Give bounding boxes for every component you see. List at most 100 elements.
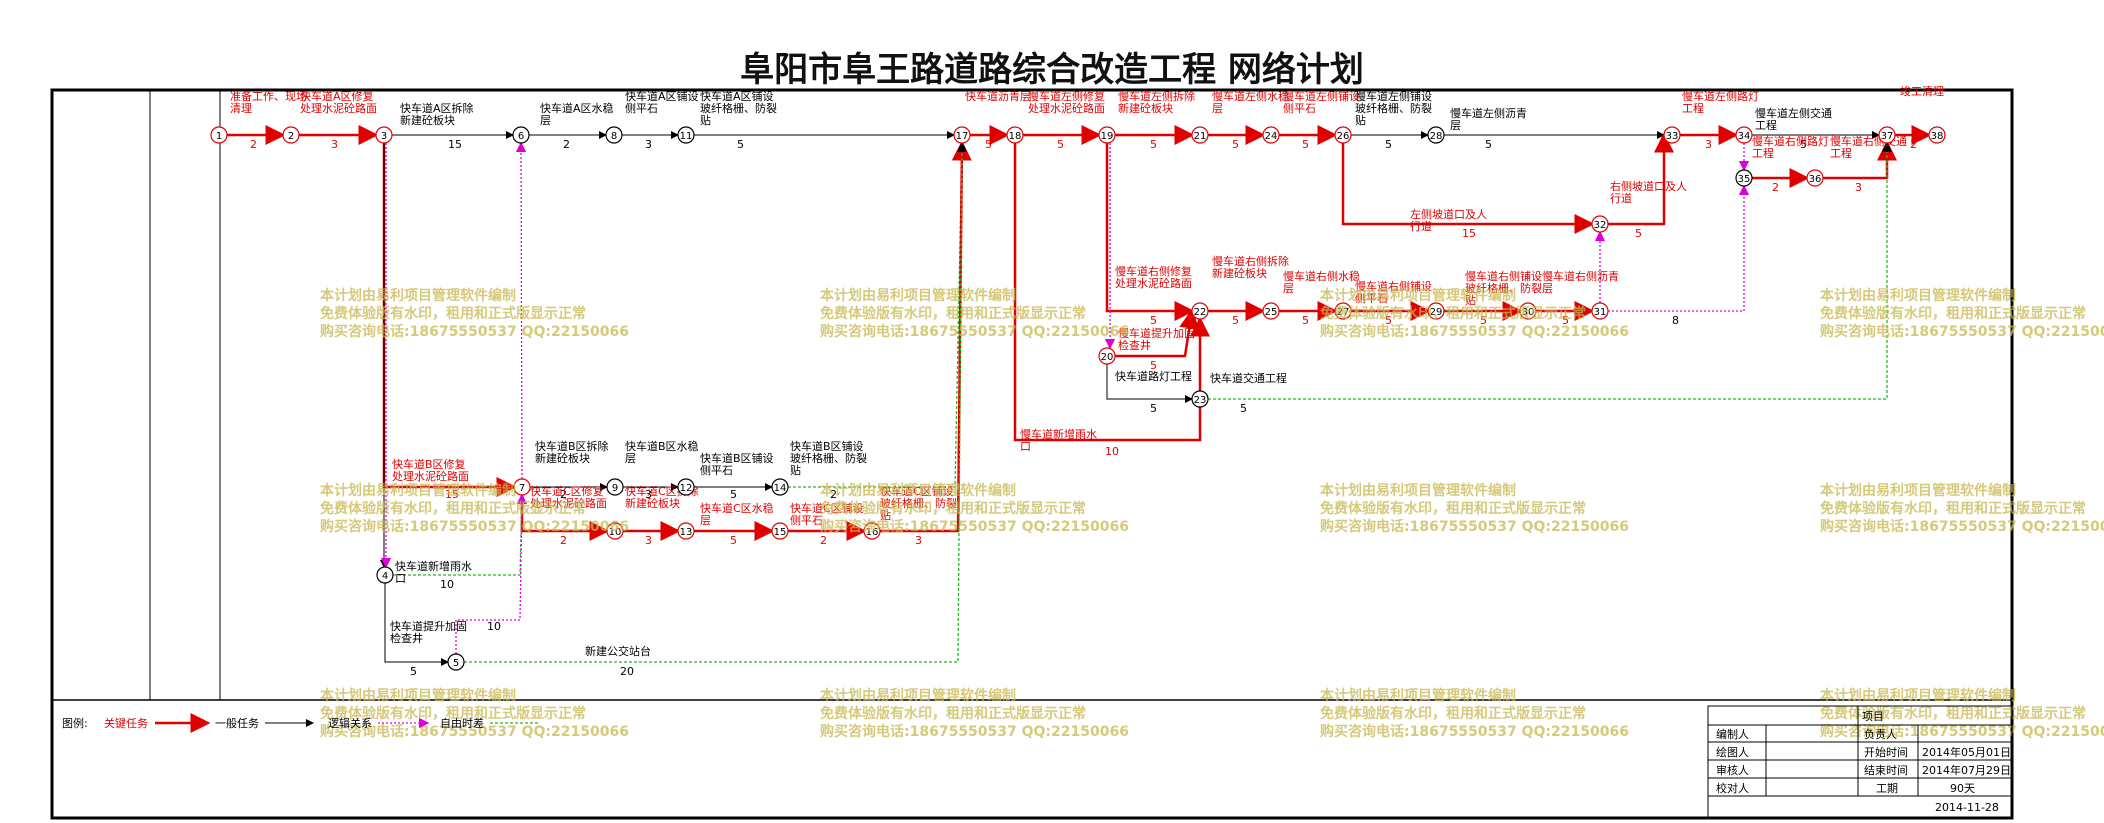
node-18 — [1006, 126, 1024, 144]
task-duration-1: 3 — [331, 138, 338, 151]
node-label-8: 8 — [611, 131, 617, 142]
task-name-42: 新建公交站台 — [585, 644, 651, 658]
watermark-9: 本计划由易利项目管理软件编制免费体验版有水印，租用和正式版显示正常购买咨询电话:… — [820, 687, 1129, 740]
task-duration-25: 5 — [1562, 314, 1569, 327]
node-5 — [447, 653, 465, 671]
watermark-8: 本计划由易利项目管理软件编制免费体验版有水印，租用和正式版显示正常购买咨询电话:… — [320, 687, 629, 740]
arrow-23-37-28 — [1208, 141, 1893, 400]
task-duration-21: 5 — [1232, 314, 1239, 327]
watermark-5: 本计划由易利项目管理软件编制免费体验版有水印，租用和正式版显示正常购买咨询电话:… — [820, 482, 1129, 535]
node-29 — [1427, 302, 1445, 320]
node-label-6: 6 — [518, 131, 524, 142]
task-name-40: 快车道新增雨水口 — [395, 559, 472, 585]
node-label-21: 21 — [1194, 131, 1207, 142]
node-label-16: 16 — [866, 527, 879, 538]
task-name-31: 快车道B区拆除新建砼板块 — [535, 439, 609, 465]
tb-checker: 校对人 — [1716, 781, 1749, 795]
node-label-31: 31 — [1594, 307, 1607, 318]
legend-normal-label: 一般任务 — [215, 717, 259, 730]
watermark-10: 本计划由易利项目管理软件编制免费体验版有水印，租用和正式版显示正常购买咨询电话:… — [1320, 687, 1629, 740]
task-name-27: 快车道路灯工程 — [1115, 369, 1192, 383]
task-duration-3: 2 — [563, 138, 570, 151]
node-13 — [677, 522, 695, 540]
node-label-26: 26 — [1337, 131, 1350, 142]
task-name-3: 快车道A区水稳层 — [540, 101, 614, 127]
arrow-18-22-29 — [1013, 143, 1210, 442]
arrow-7-6-44 — [515, 141, 527, 480]
task-name-5: 快车道A区铺设玻纤格栅、防裂贴 — [700, 89, 777, 127]
node-label-32: 32 — [1594, 220, 1607, 231]
node-label-19: 19 — [1101, 131, 1114, 142]
node-label-35: 35 — [1738, 174, 1751, 185]
node-11 — [677, 126, 695, 144]
task-name-21: 慢车道右侧拆除新建砼板块 — [1212, 254, 1289, 280]
task-duration-32: 3 — [645, 488, 652, 501]
node-label-30: 30 — [1522, 307, 1535, 318]
task-name-4: 快车道A区铺设侧平石 — [625, 89, 699, 115]
node-label-13: 13 — [680, 527, 693, 538]
task-duration-31: 2 — [560, 488, 567, 501]
task-name-2: 快车道A区拆除新建砼板块 — [400, 101, 474, 127]
task-duration-23: 5 — [1385, 314, 1392, 327]
task-duration-7: 5 — [1057, 138, 1064, 151]
node-label-14: 14 — [774, 483, 787, 494]
node-label-10: 10 — [609, 527, 622, 538]
task-name-8: 慢车道左侧拆除新建砼板块 — [1118, 89, 1195, 115]
task-duration-30: 15 — [445, 488, 459, 501]
node-15 — [771, 522, 789, 540]
node-17 — [953, 126, 971, 144]
watermark-7: 本计划由易利项目管理软件编制免费体验版有水印，租用和正式版显示正常购买咨询电话:… — [1820, 482, 2104, 535]
arrow-22-23-27 — [1106, 356, 1193, 403]
legend-logic-label: 逻辑关系 — [328, 716, 372, 730]
node-label-22: 22 — [1194, 307, 1207, 318]
task-name-22: 慢车道右侧水稳层 — [1283, 269, 1360, 295]
node-23 — [1191, 390, 1209, 408]
arrow-19-22-20 — [1105, 143, 1195, 321]
task-name-37: 快车道C区水稳层 — [700, 501, 774, 527]
node-label-9: 9 — [612, 483, 618, 494]
task-duration-41: 5 — [410, 665, 417, 678]
tb-start-label: 开始时间 — [1864, 745, 1908, 759]
tb-project-label: 项目 — [1862, 710, 1884, 723]
task-duration-44: 10 — [487, 620, 501, 633]
arrow-5-7-45 — [455, 493, 528, 654]
node-label-15: 15 — [774, 527, 787, 538]
arrow-5-17-43 — [464, 141, 968, 663]
tb-reviewer: 审核人 — [1716, 763, 1749, 777]
tb-principal: 负责人 — [1864, 727, 1897, 741]
task-name-7: 慢车道左侧修复处理水泥砼路面 — [1028, 89, 1105, 115]
node-label-5: 5 — [453, 658, 459, 669]
task-duration-39: 3 — [915, 534, 922, 547]
task-duration-35: 2 — [560, 534, 567, 547]
task-duration-6: 5 — [985, 138, 992, 151]
task-name-1: 快车道A区修复处理水泥砼路面 — [300, 89, 377, 115]
node-34 — [1735, 126, 1753, 144]
node-22 — [1191, 302, 1209, 320]
task-duration-9: 5 — [1232, 138, 1239, 151]
task-duration-40: 10 — [440, 578, 454, 591]
task-name-29: 慢车道新增雨水口 — [1020, 427, 1097, 453]
task-duration-24: 5 — [1480, 314, 1487, 327]
task-name-16: 慢车道左侧交通工程 — [1755, 106, 1832, 132]
node-10 — [606, 522, 624, 540]
task-duration-17: 2 — [1772, 181, 1779, 194]
node-label-36: 36 — [1809, 174, 1822, 185]
node-26 — [1334, 126, 1352, 144]
node-27 — [1334, 302, 1352, 320]
task-duration-22: 5 — [1302, 314, 1309, 327]
node-label-18: 18 — [1009, 131, 1022, 142]
node-2 — [282, 126, 300, 144]
node-label-33: 33 — [1666, 131, 1679, 142]
node-4 — [376, 566, 394, 584]
arrow-4-5-42 — [384, 583, 449, 666]
task-name-14: 右侧坡道口及人行道 — [1610, 179, 1687, 205]
title-block: 项目 编制人 负责人 绘图人 开始时间 2014年05月01日 审核人 结束时间… — [1707, 705, 2013, 819]
node-label-34: 34 — [1738, 131, 1751, 142]
task-name-39: 快车道C区铺设玻纤格栅、防裂贴 — [880, 484, 957, 522]
task-duration-37: 5 — [730, 534, 737, 547]
legend: 图例: 关键任务 一般任务 逻辑关系 自由时差 — [62, 713, 540, 733]
tb-date: 2014-11-28 — [1935, 801, 1999, 814]
task-duration-14: 5 — [1635, 227, 1642, 240]
node-label-27: 27 — [1337, 307, 1350, 318]
arrow-31-35-48 — [1608, 184, 1750, 312]
